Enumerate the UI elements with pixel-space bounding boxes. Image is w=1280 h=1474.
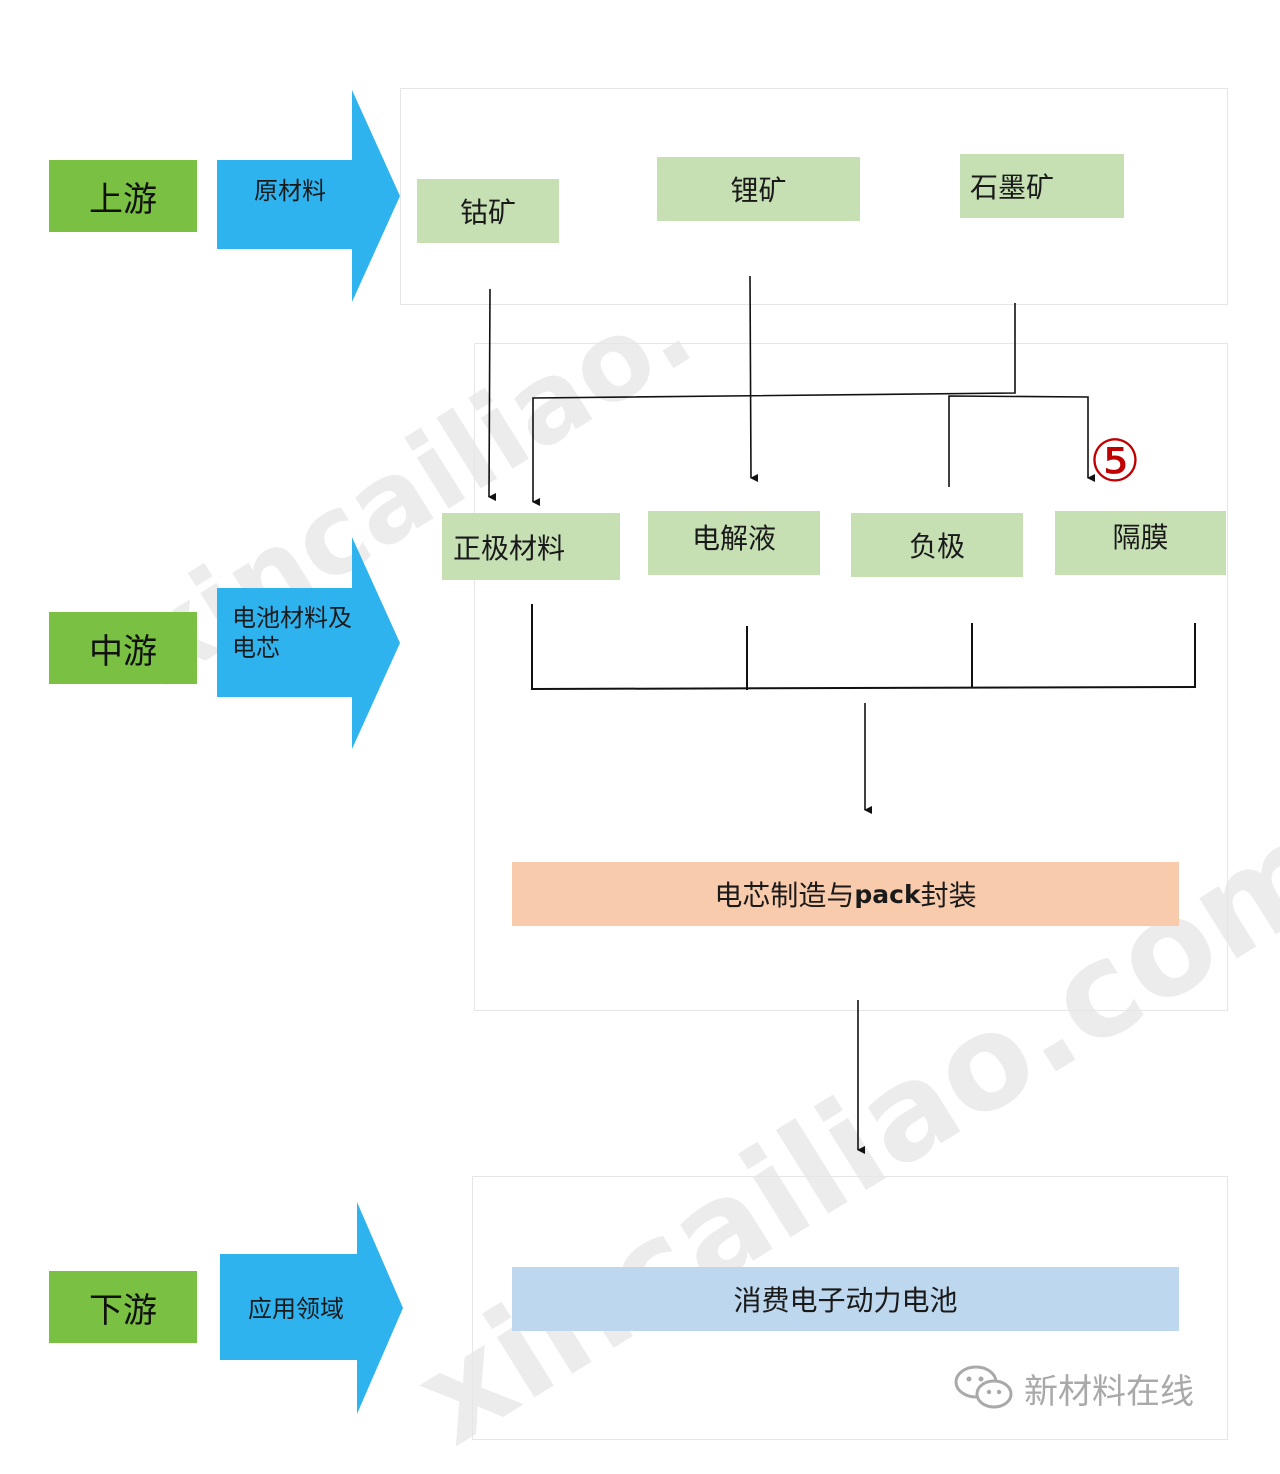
- stage-downstream: 下游: [49, 1271, 197, 1343]
- box-cobalt-ore: 钴矿: [417, 179, 559, 243]
- connector-graphite-anode: [948, 395, 1095, 487]
- downstream-frame: [472, 1176, 1228, 1440]
- box-graphite-ore: 石墨矿: [960, 154, 1124, 218]
- battery-materials-arrow-shape: [217, 537, 400, 749]
- box-separator: 隔膜: [1055, 511, 1226, 575]
- connector-cobalt-cathode: [488, 288, 497, 502]
- battery-materials-label-line2: 电芯: [232, 634, 280, 662]
- applications-arrow-shape: [220, 1202, 403, 1414]
- brand-name: 新材料在线: [1024, 1372, 1194, 1412]
- box-anode: 负极: [851, 513, 1023, 577]
- bracket-base: [531, 686, 1197, 690]
- connector-graphite-trunk: [532, 303, 1016, 506]
- wechat-icon: [952, 1364, 1016, 1414]
- manufacturing-pack: pack: [854, 879, 921, 909]
- manufacturing-suffix: 封装: [920, 879, 977, 912]
- upstream-frame: [400, 88, 1228, 305]
- circled-marker: ⑤: [1089, 427, 1141, 495]
- raw-materials-label: 原材料: [254, 177, 326, 205]
- box-consumer-power-battery: 消费电子动力电池: [512, 1267, 1179, 1331]
- stage-midstream: 中游: [49, 612, 197, 684]
- raw-materials-arrow-shape: [217, 90, 400, 302]
- box-cathode-material: 正极材料: [442, 513, 620, 580]
- battery-materials-label-line1: 电池材料及: [232, 604, 352, 632]
- manufacturing-prefix: 电芯制造与: [714, 879, 855, 912]
- box-lithium-ore: 锂矿: [657, 157, 860, 221]
- stage-upstream: 上游: [49, 160, 197, 232]
- box-electrolyte: 电解液: [648, 511, 820, 575]
- midstream-frame: [474, 343, 1228, 1011]
- connector-lithium-electrolyte: [749, 275, 759, 482]
- applications-label: 应用领域: [248, 1295, 344, 1323]
